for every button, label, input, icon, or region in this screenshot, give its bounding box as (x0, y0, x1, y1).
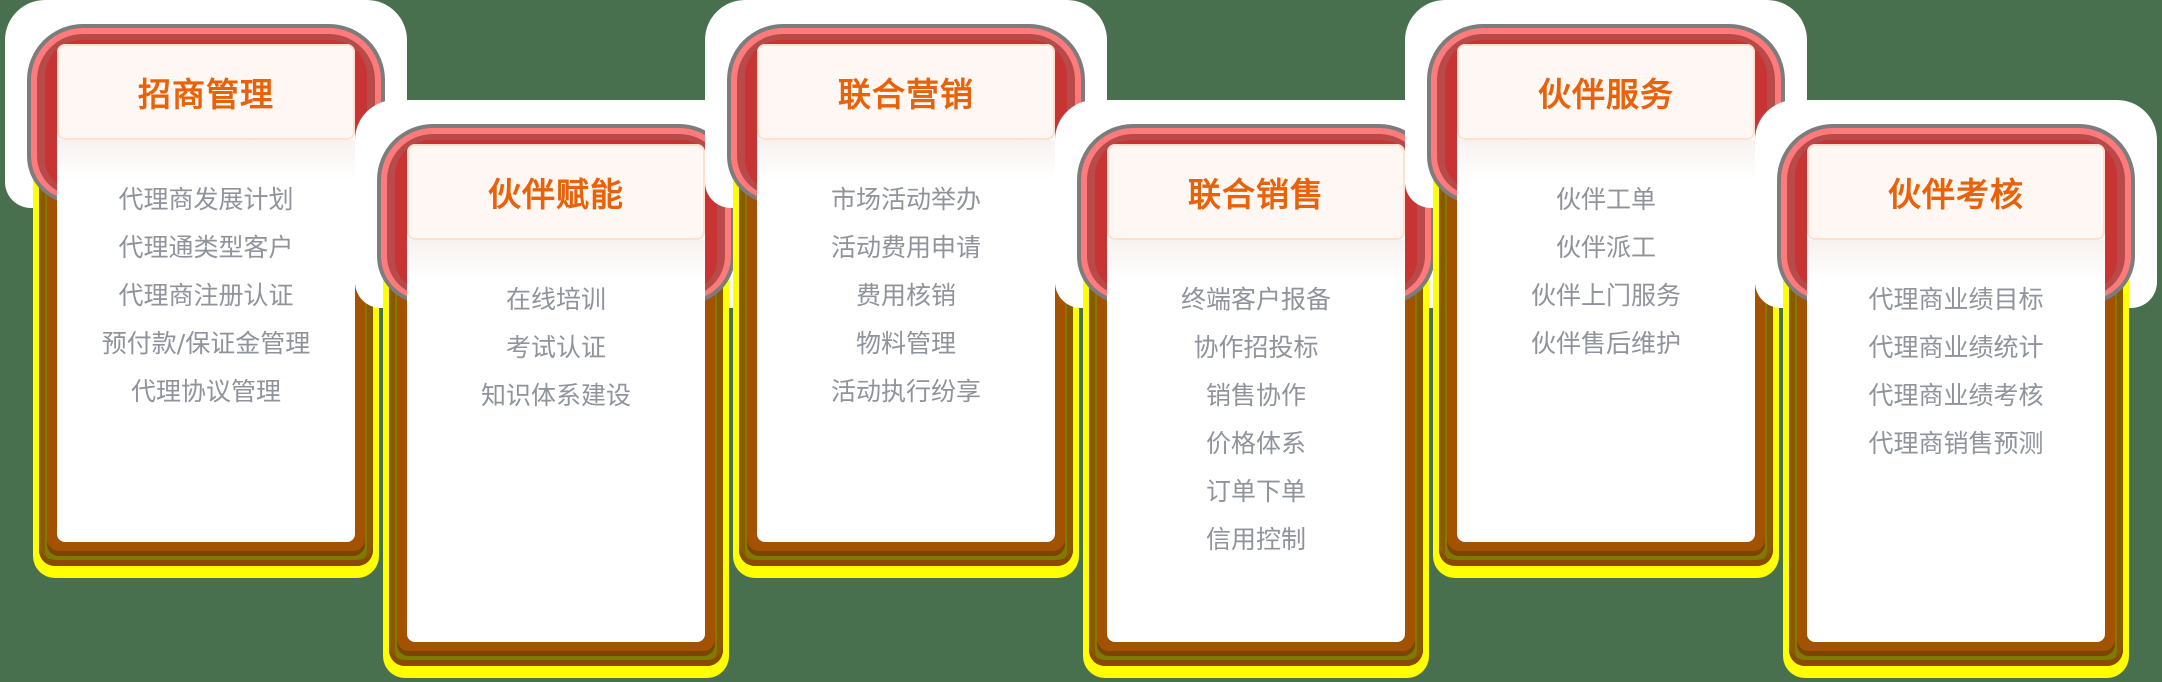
list-item[interactable]: 代理商业绩统计 (1868, 333, 2044, 362)
list-item[interactable]: 伙伴上门服务 (1530, 281, 1681, 310)
card-title: 联合销售 (1188, 175, 1324, 214)
card-header: 联合营销 (757, 44, 1055, 140)
card-header: 招商管理 (57, 44, 355, 140)
card-partner-assessment: 伙伴考核 代理商业绩目标 代理商业绩统计 代理商业绩考核 代理商销售预测 (1755, 100, 2157, 678)
list-item[interactable]: 费用核销 (855, 281, 956, 310)
list-item[interactable]: 代理通类型客户 (118, 233, 294, 262)
list-item[interactable]: 预付款/保证金管理 (101, 329, 311, 358)
list-item[interactable]: 市场活动举办 (830, 185, 981, 214)
card-header: 伙伴考核 (1807, 144, 2105, 240)
card-header: 伙伴服务 (1457, 44, 1755, 140)
header-shade (757, 140, 1055, 180)
list-item[interactable]: 代理商发展计划 (118, 185, 294, 214)
header-shade (57, 140, 355, 180)
card-item-list: 终端客户报备 协作招投标 销售协作 价格体系 订单下单 信用控制 (1107, 276, 1405, 564)
list-item[interactable]: 终端客户报备 (1180, 285, 1331, 314)
card-item-list: 在线培训 考试认证 知识体系建设 (407, 276, 705, 420)
list-item[interactable]: 代理协议管理 (130, 377, 281, 406)
card-body: 伙伴赋能 在线培训 考试认证 知识体系建设 (407, 144, 705, 642)
card-item-list: 伙伴工单 伙伴派工 伙伴上门服务 伙伴售后维护 (1457, 176, 1755, 368)
card-item-list: 代理商业绩目标 代理商业绩统计 代理商业绩考核 代理商销售预测 (1807, 276, 2105, 468)
list-item[interactable]: 伙伴派工 (1555, 233, 1656, 262)
list-item[interactable]: 信用控制 (1205, 525, 1306, 554)
card-item-list: 代理商发展计划 代理通类型客户 代理商注册认证 预付款/保证金管理 代理协议管理 (57, 176, 355, 416)
card-title: 伙伴服务 (1538, 75, 1674, 114)
list-item[interactable]: 代理商注册认证 (118, 281, 294, 310)
card-recruitment-management: 招商管理 代理商发展计划 代理通类型客户 代理商注册认证 预付款/保证金管理 代… (5, 0, 407, 578)
header-shade (1107, 240, 1405, 280)
card-header: 联合销售 (1107, 144, 1405, 240)
list-item[interactable]: 活动费用申请 (830, 233, 981, 262)
card-title: 招商管理 (138, 75, 274, 114)
list-item[interactable]: 在线培训 (505, 285, 606, 314)
card-body: 招商管理 代理商发展计划 代理通类型客户 代理商注册认证 预付款/保证金管理 代… (57, 44, 355, 542)
list-item[interactable]: 代理商业绩目标 (1868, 285, 2044, 314)
card-partner-enablement: 伙伴赋能 在线培训 考试认证 知识体系建设 (355, 100, 757, 678)
card-joint-sales: 联合销售 终端客户报备 协作招投标 销售协作 价格体系 订单下单 信用控制 (1055, 100, 1457, 678)
list-item[interactable]: 伙伴工单 (1555, 185, 1656, 214)
card-item-list: 市场活动举办 活动费用申请 费用核销 物料管理 活动执行纷享 (757, 176, 1055, 416)
list-item[interactable]: 订单下单 (1205, 477, 1306, 506)
card-title: 伙伴考核 (1888, 175, 2024, 214)
list-item[interactable]: 代理商销售预测 (1868, 429, 2044, 458)
list-item[interactable]: 伙伴售后维护 (1530, 329, 1681, 358)
list-item[interactable]: 价格体系 (1205, 429, 1306, 458)
card-body: 联合销售 终端客户报备 协作招投标 销售协作 价格体系 订单下单 信用控制 (1107, 144, 1405, 642)
card-body: 伙伴考核 代理商业绩目标 代理商业绩统计 代理商业绩考核 代理商销售预测 (1807, 144, 2105, 642)
card-body: 伙伴服务 伙伴工单 伙伴派工 伙伴上门服务 伙伴售后维护 (1457, 44, 1755, 542)
card-header: 伙伴赋能 (407, 144, 705, 240)
list-item[interactable]: 协作招投标 (1193, 333, 1319, 362)
card-title: 伙伴赋能 (488, 175, 624, 214)
header-shade (1457, 140, 1755, 180)
list-item[interactable]: 代理商业绩考核 (1868, 381, 2044, 410)
list-item[interactable]: 知识体系建设 (480, 381, 631, 410)
card-joint-marketing: 联合营销 市场活动举办 活动费用申请 费用核销 物料管理 活动执行纷享 (705, 0, 1107, 578)
list-item[interactable]: 物料管理 (855, 329, 956, 358)
card-partner-service: 伙伴服务 伙伴工单 伙伴派工 伙伴上门服务 伙伴售后维护 (1405, 0, 1807, 578)
header-shade (1807, 240, 2105, 280)
list-item[interactable]: 活动执行纷享 (830, 377, 981, 406)
header-shade (407, 240, 705, 280)
list-item[interactable]: 销售协作 (1205, 381, 1306, 410)
card-title: 联合营销 (838, 75, 974, 114)
card-body: 联合营销 市场活动举办 活动费用申请 费用核销 物料管理 活动执行纷享 (757, 44, 1055, 542)
list-item[interactable]: 考试认证 (505, 333, 606, 362)
